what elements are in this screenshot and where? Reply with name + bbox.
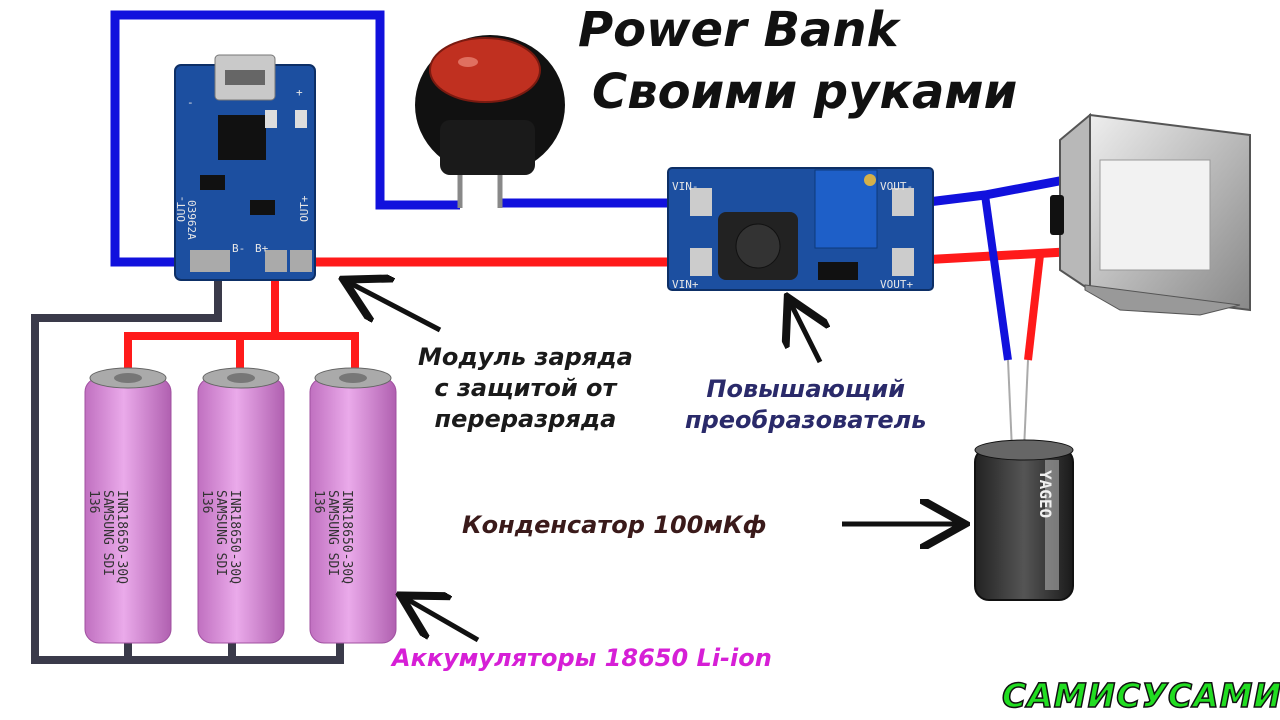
label-boost-converter: Повышающий преобразователь [685,374,926,436]
pin-vout-plus: VOUT+ [880,278,913,291]
usb-socket [1050,112,1251,316]
title-line-1: Power Bank [578,2,899,58]
chip [218,115,266,160]
label-capacitor: Конденсатор 100мКф [462,511,767,539]
battery-3-model: INR18650-30Q [339,490,354,584]
capacitor-marking: YAGEO [1036,470,1055,518]
pin-vin-minus: VIN- [672,180,699,193]
battery-1: INR18650-30Q SAMSUNG SDI 136 [84,367,172,644]
pin-vin-plus: VIN+ [672,278,699,291]
svg-text:INR18650-30Q SAMSUNG SDI: INR18650-30Q SAMSUNG SDI 136 [311,490,354,592]
arrow-charge-module [348,282,442,333]
chip-label: 03962A [185,200,198,240]
charge-module: OUT- OUT+ B- B+ - + 03962A [174,54,316,281]
pin-b-plus: B+ [255,242,269,255]
label-charge-module-line-2: с защитой от [434,374,617,402]
label-boost-converter-line-2: преобразователь [685,406,927,434]
label-boost-converter-line-1: Повышающий [706,375,906,403]
battery-3: INR18650-30Q SAMSUNG SDI 136 [309,367,397,644]
label-batteries: Аккумуляторы 18650 Li-ion [392,644,772,672]
battery-1-code: 136 [86,490,101,513]
pin-out-minus: OUT- [175,196,188,223]
pin-minus: - [187,96,194,109]
wire-negative-top [110,10,460,267]
power-switch [415,35,565,208]
wire-battery-negative-bus [128,640,344,664]
battery-3-code: 136 [311,490,326,513]
battery-2-brand: SAMSUNG SDI [213,490,228,576]
boost-converter: VIN- VIN+ VOUT- VOUT+ [667,167,934,291]
label-charge-module: Модуль заряда с защитой от переразряда [418,342,633,435]
battery-2-code: 136 [199,490,214,513]
pin-plus: + [296,86,303,99]
label-charge-module-line-3: переразряда [434,405,617,433]
wire-capacitor-negative [981,194,1012,361]
capacitor-lead-left [1007,359,1013,451]
capacitor: YAGEO [974,439,1074,601]
pin-vout-minus: VOUT- [880,180,913,193]
wire-capacitor-positive [1024,254,1044,361]
capacitor-lead-right [1023,359,1029,451]
battery-3-brand: SAMSUNG SDI [325,490,340,576]
battery-1-model: INR18650-30Q [114,490,129,584]
arrow-boost-converter [790,302,820,364]
arrow-batteries [405,598,480,643]
title-line-2: Своими руками [592,64,1018,120]
brand-logo: САМИСУСАМИ [1001,675,1280,716]
battery-2-model: INR18650-30Q [227,490,242,584]
battery-2: INR18650-30Q SAMSUNG SDI 136 [197,367,285,644]
label-charge-module-line-1: Модуль заряда [418,343,633,371]
svg-text:INR18650-30Q SAMSUNG SDI: INR18650-30Q SAMSUNG SDI 136 [86,490,129,592]
svg-text:INR18650-30Q SAMSUNG SDI: INR18650-30Q SAMSUNG SDI 136 [199,490,242,592]
pin-b-minus: B- [232,242,245,255]
pin-out-plus: OUT+ [298,195,311,222]
battery-1-brand: SAMSUNG SDI [100,490,115,576]
